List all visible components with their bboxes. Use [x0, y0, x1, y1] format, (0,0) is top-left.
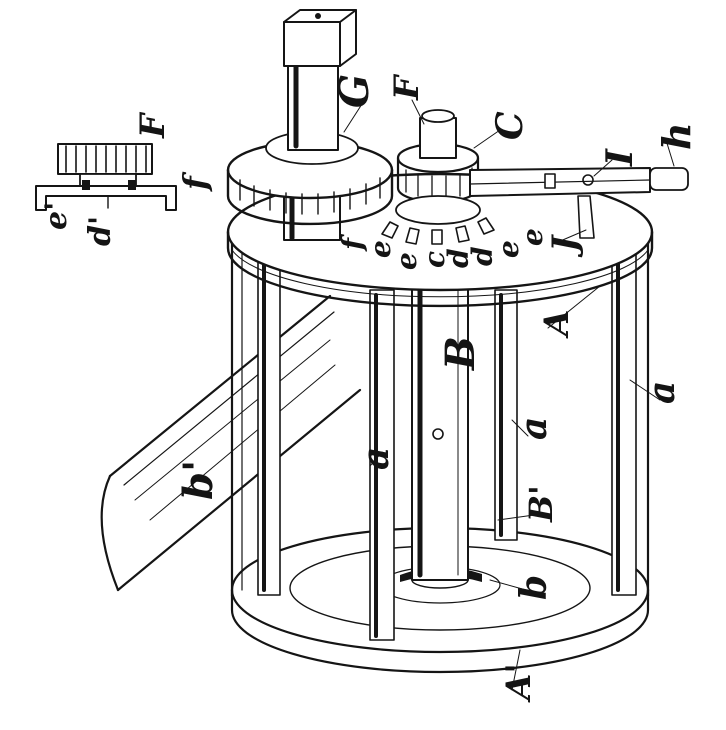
- label-h: h: [654, 122, 699, 150]
- label-F-main: F: [387, 73, 427, 101]
- lever-arm: [469, 167, 689, 239]
- label-b: b: [513, 575, 555, 600]
- label-B-prime: B': [522, 485, 560, 523]
- rods: [257, 254, 637, 641]
- label-e-detail: e': [39, 202, 74, 230]
- label-B: B: [437, 336, 484, 371]
- central-shaft: [411, 279, 469, 589]
- pawl-ring: [381, 195, 495, 245]
- rod-center-left: [369, 289, 395, 641]
- label-d1: d: [442, 248, 475, 268]
- gear-G: [226, 9, 394, 241]
- rod-center-right: [494, 289, 518, 541]
- label-d2: d: [466, 246, 499, 266]
- label-a-right: a: [641, 381, 683, 404]
- label-A: A: [537, 310, 577, 339]
- label-F-detail: F: [133, 111, 173, 139]
- detail-view: [35, 143, 177, 211]
- label-I: I: [599, 148, 641, 167]
- label-a-center: a: [513, 417, 555, 440]
- rod-left-front: [257, 254, 281, 596]
- labels: G F C h I J F f e' d' f e e c d d e e A …: [39, 73, 699, 703]
- cylinder-wall: [230, 228, 650, 598]
- label-b-prime: b': [175, 460, 222, 500]
- label-d-detail: d': [83, 216, 118, 246]
- leader-lines: [343, 99, 675, 691]
- label-c1: c: [418, 251, 451, 268]
- label-e2: e: [390, 252, 423, 270]
- label-G: G: [331, 74, 378, 108]
- label-e3: e: [492, 240, 525, 258]
- rod-right: [611, 254, 637, 596]
- label-C: C: [489, 111, 531, 140]
- label-e4: e: [516, 228, 549, 246]
- label-A-prime: A': [499, 663, 539, 703]
- label-e1: e: [364, 240, 397, 258]
- label-f-detail: f: [176, 171, 214, 192]
